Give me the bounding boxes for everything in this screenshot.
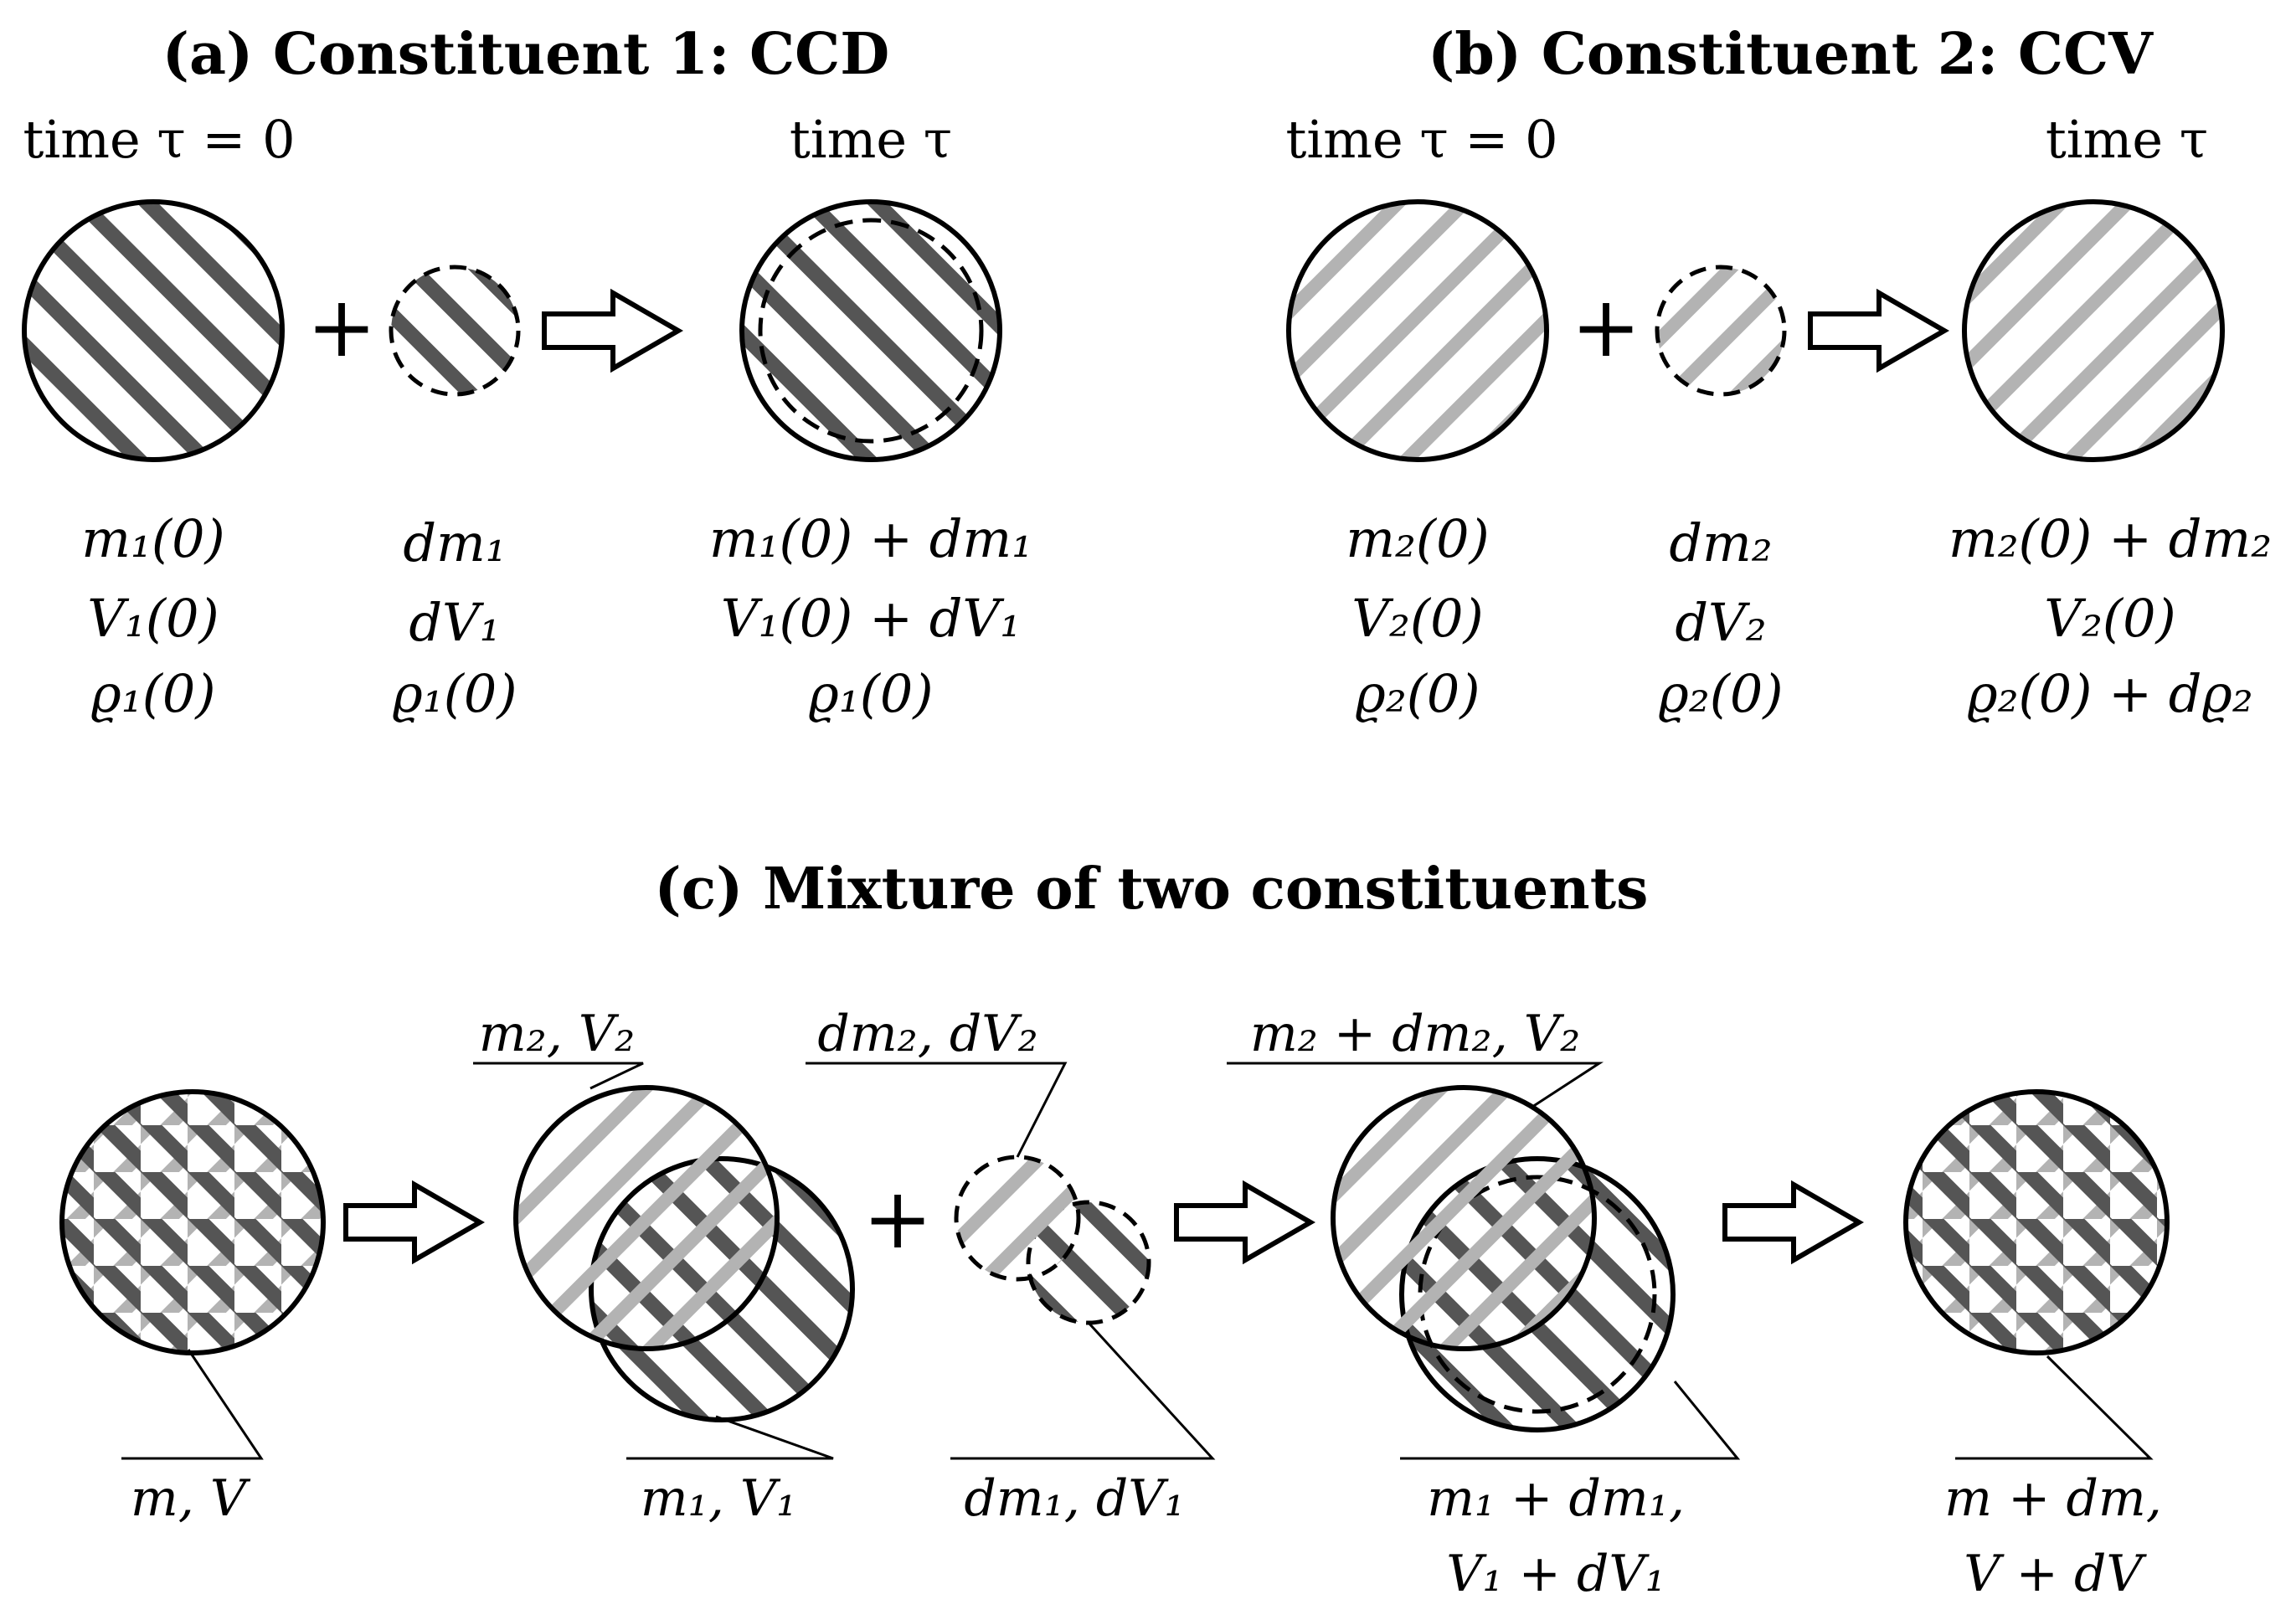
panel-b-time-end: time τ — [2046, 109, 2208, 170]
panel-a-col1: m₁(0) V₁(0) ϱ₁(0) — [81, 508, 224, 724]
panel-b-title: (b) Constituent 2: CCV — [1428, 21, 2154, 88]
panel-c-constituents — [513, 1085, 855, 1422]
panel-a-dm1: dm₁ — [403, 512, 506, 573]
label-m1dm1-line2: V₁ + dV₁ — [1446, 1545, 1665, 1603]
panel-c-plus: + — [862, 1170, 933, 1268]
label-m2dm2-v2: m₂ + dm₂, V₂ — [1250, 1005, 1580, 1063]
panel-a-title: (a) Constituent 1: CCD — [162, 21, 889, 88]
panel-c-added-masses — [954, 1155, 1151, 1325]
panel-b-final-body — [1962, 199, 2225, 462]
panel-a-time-end: time τ — [790, 109, 952, 170]
panel-a-final-body — [739, 199, 1002, 462]
label-dm1-dv1: dm₁, dV₁ — [964, 1469, 1184, 1528]
panel-c-title: (c) Mixture of two constituents — [655, 856, 1649, 923]
panel-b-initial-body — [1286, 199, 1549, 462]
leader-mdm-vdv — [1955, 1355, 2154, 1460]
label-m1-v1: m₁, V₁ — [641, 1469, 796, 1528]
panel-c-arrow-2 — [1174, 1180, 1316, 1265]
panel-b-dm2: dm₂ — [1669, 512, 1772, 573]
panel-c-arrow-1 — [343, 1180, 486, 1265]
panel-b-rho2-added: ϱ₂(0) — [1658, 663, 1783, 724]
panel-b-col3: m₂(0) + dm₂ V₂(0) ϱ₂(0) + dϱ₂ — [1949, 508, 2272, 724]
panel-b-dv2: dV₂ — [1675, 592, 1766, 653]
added-mass-2 — [956, 1157, 1079, 1279]
label-m2-v2: m₂, V₂ — [479, 1005, 635, 1063]
panel-b-v2-0: V₂(0) — [1351, 588, 1483, 649]
panel-c: (c) Mixture of two constituents m, V m₂,… — [59, 856, 2170, 1603]
panel-a-m1-0: m₁(0) — [81, 508, 224, 569]
label-dm2-dv2: dm₂, dV₂ — [817, 1005, 1037, 1063]
leader-m2dm2-v2 — [1227, 1062, 1604, 1108]
panel-b-col1: m₂(0) V₂(0) ϱ₂(0) — [1346, 508, 1489, 724]
panel-b-v2-final: V₂(0) — [2044, 588, 2175, 649]
leader-m1-v1 — [626, 1415, 834, 1460]
panel-a-dv1: dV₁ — [409, 592, 500, 653]
panel-a-plus: + — [306, 278, 377, 376]
leader-m2-v2 — [473, 1062, 644, 1090]
panel-a-v1-final: V₁(0) + dV₁ — [721, 588, 1021, 649]
panel-c-arrow-3 — [1722, 1180, 1865, 1265]
panel-a-added-mass — [389, 265, 521, 397]
panel-c-mixture-initial — [59, 1089, 326, 1355]
panel-a-m1-final: m₁(0) + dm₁ — [709, 508, 1032, 569]
panel-b-col2: dm₂ dV₂ ϱ₂(0) — [1658, 512, 1783, 724]
panel-b-plus: + — [1571, 278, 1641, 376]
panel-a-rho1-added: ϱ₁(0) — [392, 663, 517, 724]
panel-a-rho1-final: ϱ₁(0) — [808, 663, 933, 724]
panel-b-arrow — [1808, 288, 1950, 373]
panel-b-m2-final: m₂(0) + dm₂ — [1949, 508, 2272, 569]
label-m1dm1-line1: m₁ + dm₁, — [1427, 1469, 1685, 1528]
leader-m1dm1-v1dv1 — [1400, 1381, 1741, 1460]
label-m-v: m, V — [131, 1469, 251, 1528]
label-mdm-line1: m + dm, — [1944, 1469, 2162, 1528]
panel-a: (a) Constituent 1: CCD time τ = 0 time τ… — [22, 21, 1032, 724]
leader-m-v — [121, 1349, 264, 1460]
panel-b-rho2-final: ϱ₂(0) + dϱ₂ — [1967, 663, 2252, 724]
panel-a-initial-body — [22, 199, 285, 462]
panel-b-time-start: time τ = 0 — [1285, 109, 1557, 170]
panel-b-rho2-0: ϱ₂(0) — [1355, 663, 1480, 724]
panel-c-grown-constituents — [1331, 1085, 1676, 1432]
panel-a-col3: m₁(0) + dm₁ V₁(0) + dV₁ ϱ₁(0) — [709, 508, 1032, 724]
panel-b-added-mass — [1655, 265, 1787, 397]
panel-c-mixture-final — [1903, 1089, 2170, 1355]
panel-a-rho1-0: ϱ₁(0) — [90, 663, 215, 724]
panel-a-arrow — [542, 288, 684, 373]
panel-a-v1-0: V₁(0) — [87, 588, 219, 649]
panel-a-col2: dm₁ dV₁ ϱ₁(0) — [392, 512, 517, 724]
panel-b: (b) Constituent 2: CCV time τ = 0 time τ… — [1285, 21, 2272, 724]
constituent-2-body — [516, 1088, 777, 1349]
leader-dm1-dv1 — [950, 1321, 1216, 1460]
panel-b-m2-0: m₂(0) — [1346, 508, 1489, 569]
panel-a-time-start: time τ = 0 — [23, 109, 295, 170]
leader-dm2-dv2 — [806, 1062, 1068, 1158]
label-mdm-line2: V + dV — [1964, 1545, 2147, 1603]
